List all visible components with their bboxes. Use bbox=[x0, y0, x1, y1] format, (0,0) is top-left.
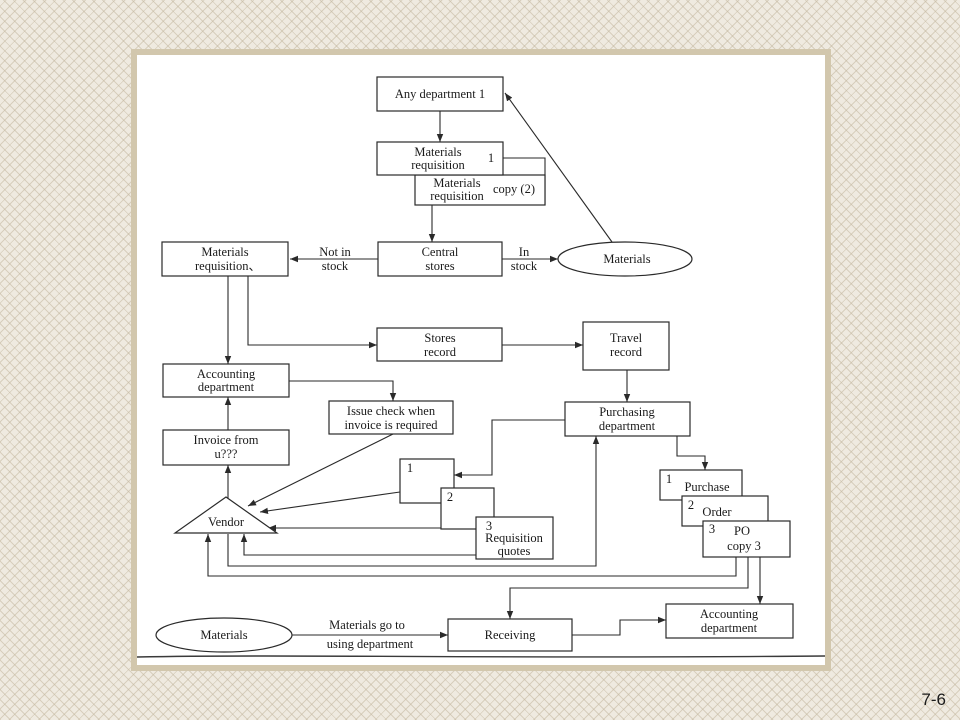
requisition-copy-line-1: Materials bbox=[433, 176, 480, 190]
requisition-left-line-2: requisition、 bbox=[195, 259, 261, 273]
requisition-number: 1 bbox=[488, 151, 494, 165]
not-in-stock-line-1: Not in bbox=[319, 245, 351, 259]
po-2-number: 2 bbox=[688, 498, 694, 512]
receiving-label: Receiving bbox=[485, 628, 536, 642]
materials-flowchart: Any department 1 Materials requisition c… bbox=[137, 76, 825, 658]
any-department-label: Any department 1 bbox=[395, 87, 485, 101]
req-copy-2-number: 2 bbox=[447, 490, 453, 504]
materials-go-to-line-1: Materials go to bbox=[329, 618, 405, 632]
in-stock-line-1: In bbox=[519, 245, 530, 259]
requisition-copy-sheet-3 bbox=[475, 516, 554, 560]
invoice-line-2: u??? bbox=[215, 447, 238, 461]
po-sheet-3 bbox=[702, 520, 791, 558]
materials-top-label: Materials bbox=[603, 252, 650, 266]
node-accounting-department-left: Accounting department bbox=[162, 363, 290, 398]
requisition-copy-line-2: requisition bbox=[430, 189, 484, 203]
slide-number: 7-6 bbox=[921, 690, 946, 709]
page-edge-line bbox=[137, 655, 825, 658]
edge-po-to-receiving bbox=[506, 557, 749, 619]
requisition-copy-suffix: copy (2) bbox=[493, 182, 535, 196]
po-1-label: Purchase bbox=[684, 480, 730, 494]
travel-record-line-1: Travel bbox=[610, 331, 643, 345]
node-central-stores: Central stores bbox=[377, 241, 503, 277]
req-copy-3-line-1: Requisition bbox=[485, 531, 543, 545]
in-stock-line-2: stock bbox=[511, 259, 538, 273]
central-stores-line-1: Central bbox=[422, 245, 459, 259]
flowchart-paper: Any department 1 Materials requisition c… bbox=[137, 55, 825, 665]
edge-purchasing-to-po bbox=[676, 436, 709, 470]
node-issue-check: Issue check when invoice is required bbox=[328, 400, 454, 435]
vendor-label: Vendor bbox=[208, 515, 245, 529]
edge-po-to-vendor bbox=[204, 534, 737, 577]
purchasing-line-2: department bbox=[599, 419, 656, 433]
edge-copy1-to-vendor bbox=[259, 491, 401, 515]
req-copy-3-line-2: quotes bbox=[498, 544, 531, 558]
req-copy-1-number: 1 bbox=[407, 461, 413, 475]
node-purchase-order-copies: 1 Purchase 2 Order 3 PO copy 3 bbox=[659, 469, 791, 558]
edge-receiving-to-accounting bbox=[572, 616, 666, 636]
connectors bbox=[204, 92, 764, 639]
node-accounting-department-right: Accounting department bbox=[665, 603, 794, 639]
stores-record-line-1: Stores bbox=[424, 331, 455, 345]
issue-check-line-1: Issue check when bbox=[347, 404, 436, 418]
purchasing-line-1: Purchasing bbox=[599, 405, 655, 419]
po-3-line-2: copy 3 bbox=[727, 539, 761, 553]
node-travel-record: Travel record bbox=[582, 321, 670, 371]
node-requisition-copies: 1 2 3 Requisition quotes bbox=[399, 458, 554, 560]
edge-issue-check-to-vendor bbox=[247, 433, 394, 507]
materials-go-to-line-2: using department bbox=[327, 637, 414, 651]
accounting-left-line-1: Accounting bbox=[197, 367, 256, 381]
accounting-right-line-2: department bbox=[701, 621, 758, 635]
node-any-department: Any department 1 bbox=[376, 76, 504, 112]
req-copy-3-number: 3 bbox=[486, 519, 492, 533]
requisition-line-2: requisition bbox=[411, 158, 465, 172]
requisition-left-line-1: Materials bbox=[201, 245, 248, 259]
node-materials-requisition: Materials requisition 1 bbox=[376, 141, 504, 176]
node-purchasing-department: Purchasing department bbox=[564, 401, 691, 437]
node-invoice: Invoice from u??? bbox=[162, 429, 290, 466]
po-2-label: Order bbox=[702, 505, 732, 519]
edge-copy3-to-vendor bbox=[240, 534, 476, 556]
invoice-line-1: Invoice from bbox=[194, 433, 259, 447]
issue-check-line-2: invoice is required bbox=[344, 418, 438, 432]
edge-materials-to-department bbox=[504, 92, 613, 243]
accounting-right-line-1: Accounting bbox=[700, 607, 759, 621]
po-1-number: 1 bbox=[666, 472, 672, 486]
node-materials-requisition-copy: Materials requisition copy (2) bbox=[414, 174, 546, 206]
requisition-line-1: Materials bbox=[414, 145, 461, 159]
accounting-left-line-2: department bbox=[198, 380, 255, 394]
node-materials-top: Materials bbox=[557, 241, 693, 277]
po-sheet-1 bbox=[659, 469, 743, 501]
travel-record-line-2: record bbox=[610, 345, 643, 359]
node-vendor: Vendor bbox=[173, 496, 279, 534]
materials-bottom-label: Materials bbox=[200, 628, 247, 642]
edge-accounting-to-issue-check bbox=[289, 380, 397, 401]
not-in-stock-line-2: stock bbox=[322, 259, 349, 273]
node-receiving: Receiving bbox=[447, 618, 573, 652]
po-3-number: 3 bbox=[709, 522, 715, 536]
node-stores-record: Stores record bbox=[376, 327, 503, 362]
edge-purchasing-to-requisition bbox=[454, 419, 565, 479]
edge-labels: Not in stock In stock Materials go to us… bbox=[319, 245, 538, 651]
edge-requisition-to-stores-record bbox=[247, 276, 377, 349]
stores-record-line-2: record bbox=[424, 345, 457, 359]
edge-vendor-to-purchasing bbox=[227, 436, 600, 567]
po-3-line-1: PO bbox=[734, 524, 750, 538]
node-materials-requisition-left: Materials requisition、 bbox=[161, 241, 289, 277]
central-stores-line-2: stores bbox=[425, 259, 454, 273]
node-materials-bottom: Materials bbox=[155, 617, 293, 653]
